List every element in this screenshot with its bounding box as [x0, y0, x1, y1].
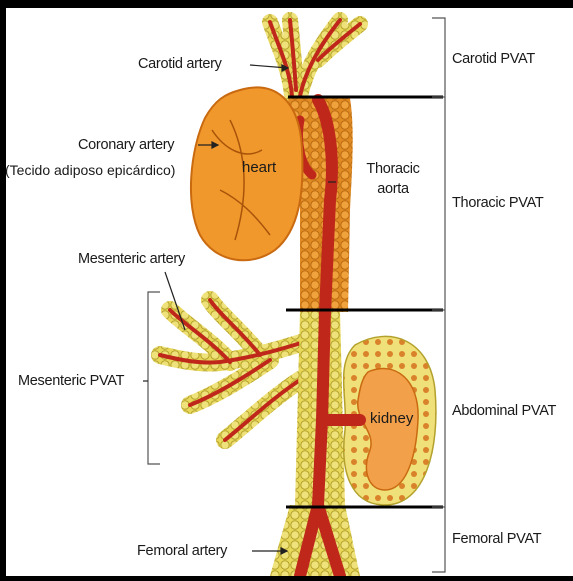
coronary-artery-label: Coronary artery: [78, 138, 174, 153]
epicardial-note: (Tecido adiposo epicárdico): [5, 163, 175, 177]
heart-label: heart: [242, 160, 276, 175]
thoracic-aorta-label-line2: aorta: [358, 182, 428, 197]
thoracic-aorta-label-line1: Thoracic: [358, 162, 428, 177]
region-label-abdominal: Abdominal PVAT: [452, 404, 556, 419]
kidney-label: kidney: [370, 411, 413, 426]
region-label-thoracic: Thoracic PVAT: [452, 196, 543, 211]
carotid-artery-label: Carotid artery: [138, 57, 222, 72]
region-label-carotid: Carotid PVAT: [452, 52, 535, 67]
mesenteric-pvat-label: Mesenteric PVAT: [18, 374, 124, 389]
mesenteric-artery-label: Mesenteric artery: [78, 252, 185, 267]
femoral-artery-label: Femoral artery: [137, 544, 227, 559]
region-label-femoral: Femoral PVAT: [452, 532, 541, 547]
